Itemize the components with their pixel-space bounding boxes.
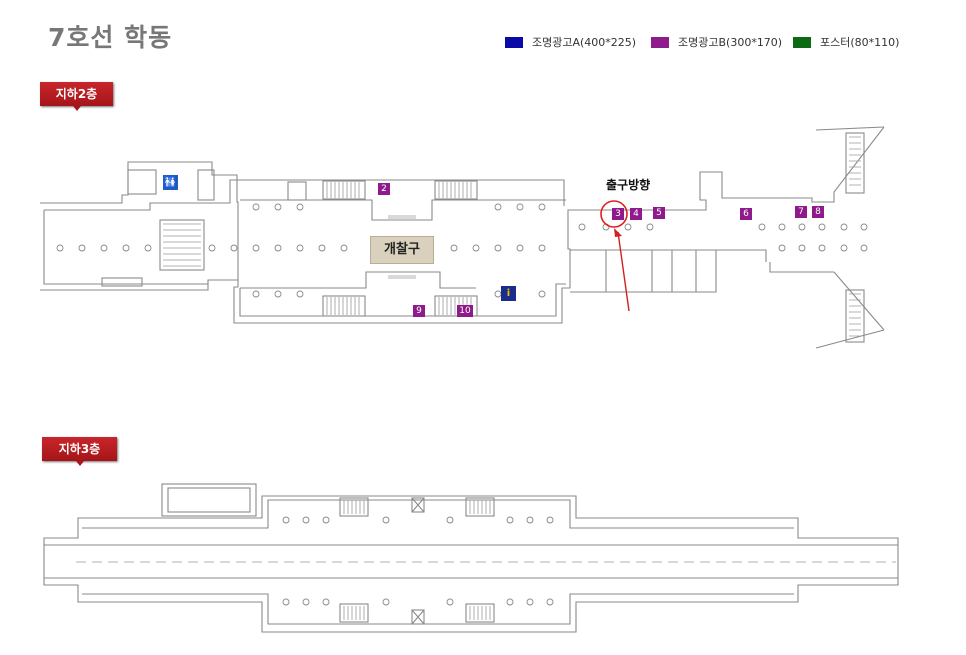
legend-label-b: 조명광고B(300*170) (678, 36, 783, 49)
legend-label-c: 포스터(80*110) (820, 36, 900, 49)
ad-spot-5[interactable]: 5 (653, 207, 665, 219)
ad-spot-10[interactable]: 10 (457, 305, 473, 317)
b3-escalator-hatch (343, 500, 491, 620)
legend-swatch-c (793, 36, 811, 48)
ad-spot-3[interactable]: 3 (612, 208, 624, 220)
info-booth-icon: i (501, 286, 516, 301)
ad-spot-7[interactable]: 7 (795, 206, 807, 218)
restroom-icon: 🚻 (163, 175, 178, 190)
floor-tag-b2[interactable]: 지하2층 (40, 82, 113, 111)
b3-columns (282, 516, 554, 606)
ad-spot-4[interactable]: 4 (630, 208, 642, 220)
legend-swatch-a (505, 36, 523, 48)
legend-item-c: 포스터(80*110) (793, 34, 899, 50)
page-title: 7호선 학동 (48, 23, 173, 52)
ad-spot-8[interactable]: 8 (812, 206, 824, 218)
ad-spot-6[interactable]: 6 (740, 208, 752, 220)
b2-floor-outline (40, 126, 885, 349)
highlight-arrow (617, 231, 630, 312)
ad-spot-9[interactable]: 9 (413, 305, 425, 317)
b2-escalator-hatch (163, 136, 861, 337)
exit-direction-label: 출구방향 (606, 178, 651, 192)
legend-swatch-b (651, 36, 669, 48)
ad-spot-2[interactable]: 2 (378, 183, 390, 195)
b3-floor-outline (43, 483, 899, 633)
highlight-circle (600, 200, 628, 228)
legend-item-b: 조명광고B(300*170) (651, 34, 782, 50)
ticket-gate-label: 개찰구 (370, 236, 434, 264)
legend-item-a: 조명광고A(400*225) (505, 34, 636, 50)
floor-tag-b3[interactable]: 지하3층 (42, 437, 117, 466)
legend-label-a: 조명광고A(400*225) (532, 36, 637, 49)
